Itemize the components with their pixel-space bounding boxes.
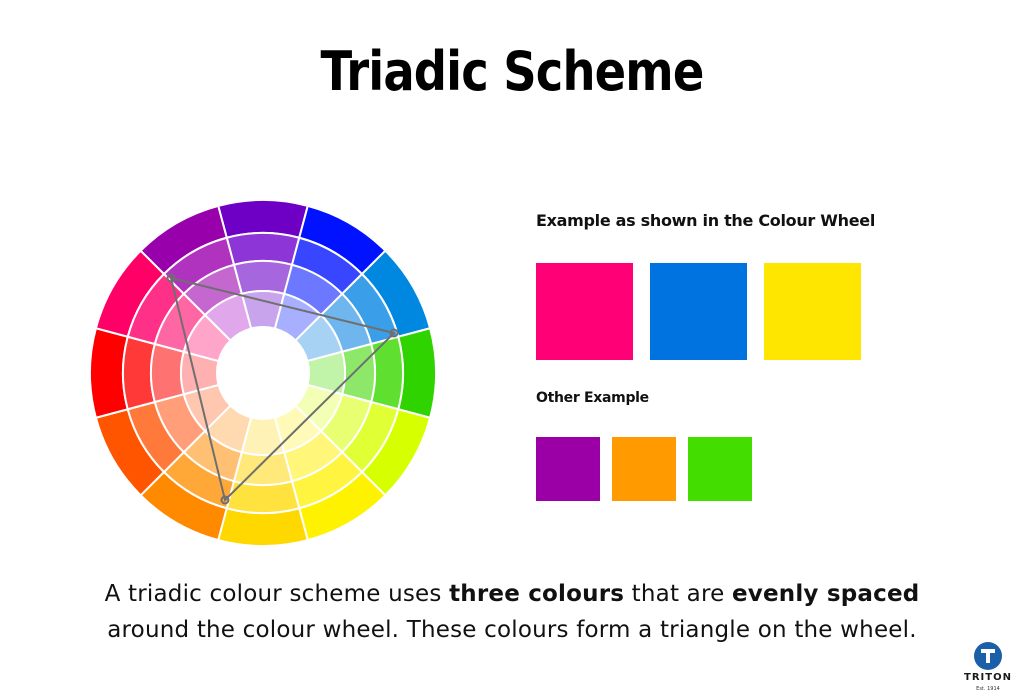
colour-wheel: [90, 200, 436, 546]
other-swatch-orange: [612, 437, 676, 501]
logo-subtitle: Est. 1914: [976, 686, 1000, 692]
description-bold-1: three colours: [449, 581, 625, 607]
page-title: Triadic Scheme: [320, 40, 705, 103]
logo-mark-icon: [974, 642, 1002, 670]
description-part-2: that are: [624, 581, 732, 607]
description-bold-2: evenly spaced: [731, 581, 920, 607]
wheel-segment: [232, 450, 294, 486]
description-part-1: A triadic colour scheme uses: [104, 581, 450, 607]
triadic-triangle: [169, 276, 396, 502]
example-heading: Example as shown in the Colour Wheel: [536, 211, 876, 230]
wheel-segment: [150, 342, 186, 404]
example-swatch-yellow: [764, 263, 861, 360]
logo-name: TRITON: [964, 672, 1012, 683]
logo-t-icon: [981, 649, 995, 663]
other-example-heading: Other Example: [536, 390, 649, 406]
description-part-3: around the colour wheel. These colours f…: [107, 617, 917, 643]
triangle-vertex: [220, 495, 230, 505]
description-text: A triadic colour scheme uses three colou…: [0, 576, 1024, 648]
other-swatch-purple: [536, 437, 600, 501]
triangle-vertex: [389, 328, 399, 338]
example-swatch-blue: [650, 263, 747, 360]
other-swatch-green: [688, 437, 752, 501]
triangle-vertex: [166, 273, 176, 283]
example-swatch-pink: [536, 263, 633, 360]
wheel-centre: [217, 327, 309, 419]
wheel-segment: [232, 260, 294, 296]
wheel-segment: [340, 342, 376, 404]
triton-logo: TRITON Est. 1914: [962, 642, 1014, 696]
